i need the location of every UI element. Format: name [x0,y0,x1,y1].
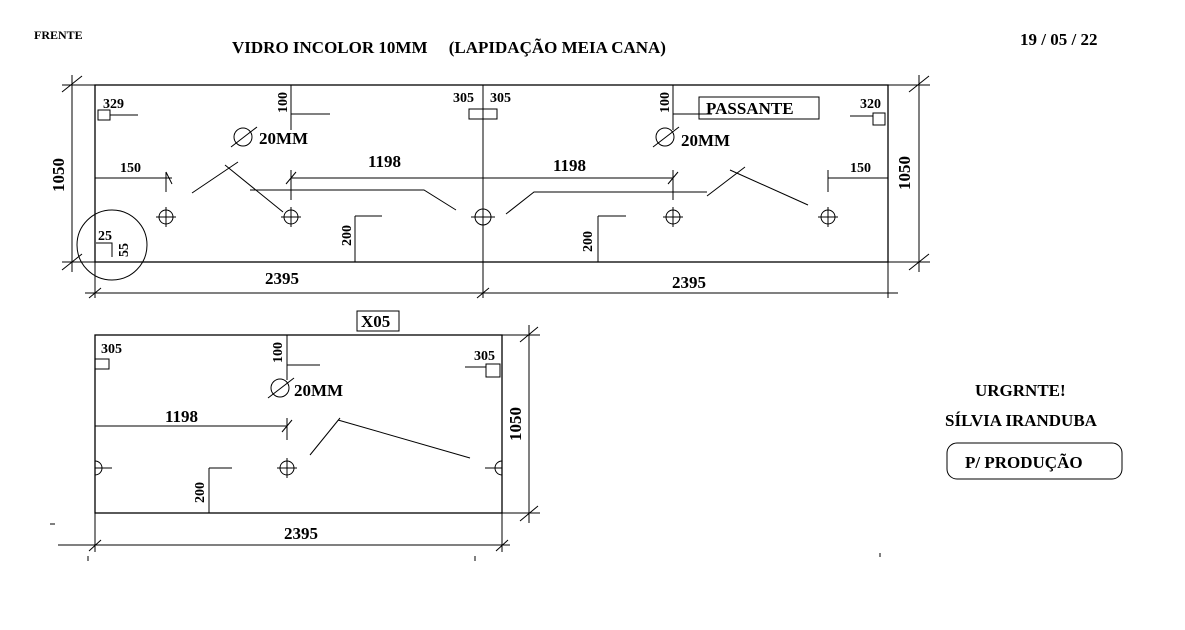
edge-dim-right: 150 [850,161,871,176]
dim-tick [88,287,102,299]
drill-hole [663,207,683,227]
notch-dim-right: 305 [490,91,511,106]
corner-dim-right: 305 [474,349,495,364]
leader-line [706,166,746,197]
width-dim-left: 2395 [265,269,299,288]
bottom-offset-right: 200 [581,231,596,252]
hole-diameter-left: 20MM [259,129,308,148]
spacing-dim: 1198 [165,407,198,426]
height-dim-right: 1050 [895,156,914,190]
dim-tick [61,253,83,271]
hole-diameter-right: 20MM [681,131,730,150]
top-panel-outline [94,84,889,263]
quantity-box [356,310,400,332]
bottom-glass-panel: X05 305 305 100 20MM 1198 [50,310,881,561]
drill-hole [281,207,301,227]
dim-tick [908,253,930,271]
dim-tick [519,505,539,522]
quantity-label: X05 [361,312,390,331]
corner-radius-detail [76,209,148,281]
corner-notch-right [485,363,501,378]
drill-hole [156,207,176,227]
diameter-symbol-icon [230,126,258,148]
top-glass-panel: 329 320 305 305 100 100 PASSANTE 20MM 20… [49,75,930,299]
spacing-dim-right: 1198 [553,156,586,175]
height-dim-left: 1050 [49,158,68,192]
hole-diameter: 20MM [294,381,343,400]
spacing-dim-left: 1198 [368,152,401,171]
height-dim: 1050 [506,407,525,441]
leader-line [191,161,239,194]
notch-dim-left: 305 [453,91,474,106]
leader-line [505,191,707,215]
bottom-panel-outline [94,334,503,514]
dim-tick [908,75,930,93]
corner-notch-right [872,112,886,126]
radius-marker [96,242,113,257]
page-title: VIDRO INCOLOR 10MM (LAPIDAÇÃO MEIA CANA) [232,38,666,57]
date-label: 19 / 05 / 22 [1020,30,1097,49]
leader-line [729,169,809,206]
corner-notch-left [94,358,110,370]
leader-line [337,419,471,459]
center-notch [468,108,498,120]
dim-tick [495,539,509,552]
radius-dim-b: 55 [117,243,132,257]
client-note: SÍLVIA IRANDUBA [945,411,1098,430]
production-note: P/ PRODUÇÃO [965,453,1083,472]
passante-box [698,96,820,120]
half-hole-left [94,460,112,476]
offset-dim: 100 [271,342,286,363]
offset-dim-right: 100 [658,92,673,113]
edge-dim-left: 150 [120,161,141,176]
drill-hole [277,458,297,478]
drill-hole [471,208,495,226]
bottom-offset-left: 200 [340,225,355,246]
bottom-offset: 200 [193,482,208,503]
diameter-symbol-icon [267,377,295,399]
half-hole-right [485,460,503,476]
offset-dim-left: 100 [276,92,291,113]
diameter-symbol-icon [652,126,680,148]
corner-dim-right: 320 [860,97,881,112]
passante-label: PASSANTE [706,99,794,118]
side-label: FRENTE [34,28,83,42]
dim-tick [88,539,102,552]
dim-tick [476,287,490,299]
dim-tick [519,326,539,343]
leader-line [224,164,284,213]
drill-hole [818,207,838,227]
dim-tick [61,75,83,93]
leader-line [250,189,457,211]
corner-dim-left: 305 [101,342,122,357]
radius-dim-a: 25 [98,229,112,244]
production-box [946,442,1123,480]
leader-line [309,417,341,456]
urgent-note: URGRNTE! [975,381,1066,400]
corner-dim-left: 329 [103,97,124,112]
width-dim: 2395 [284,524,318,543]
dim-tick [165,171,173,185]
width-dim-right: 2395 [672,273,706,292]
